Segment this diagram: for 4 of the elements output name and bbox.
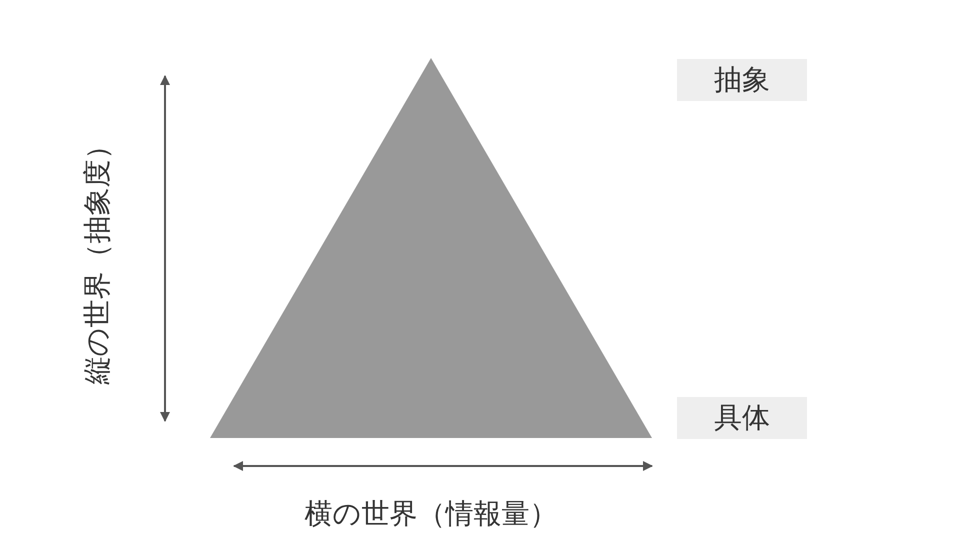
term-label: 抽象 bbox=[677, 59, 807, 101]
term-label: 具体 bbox=[677, 397, 807, 439]
axis-label: 縦の世界（抽象度） bbox=[79, 132, 114, 384]
axis-label: 横の世界（情報量） bbox=[304, 496, 558, 532]
